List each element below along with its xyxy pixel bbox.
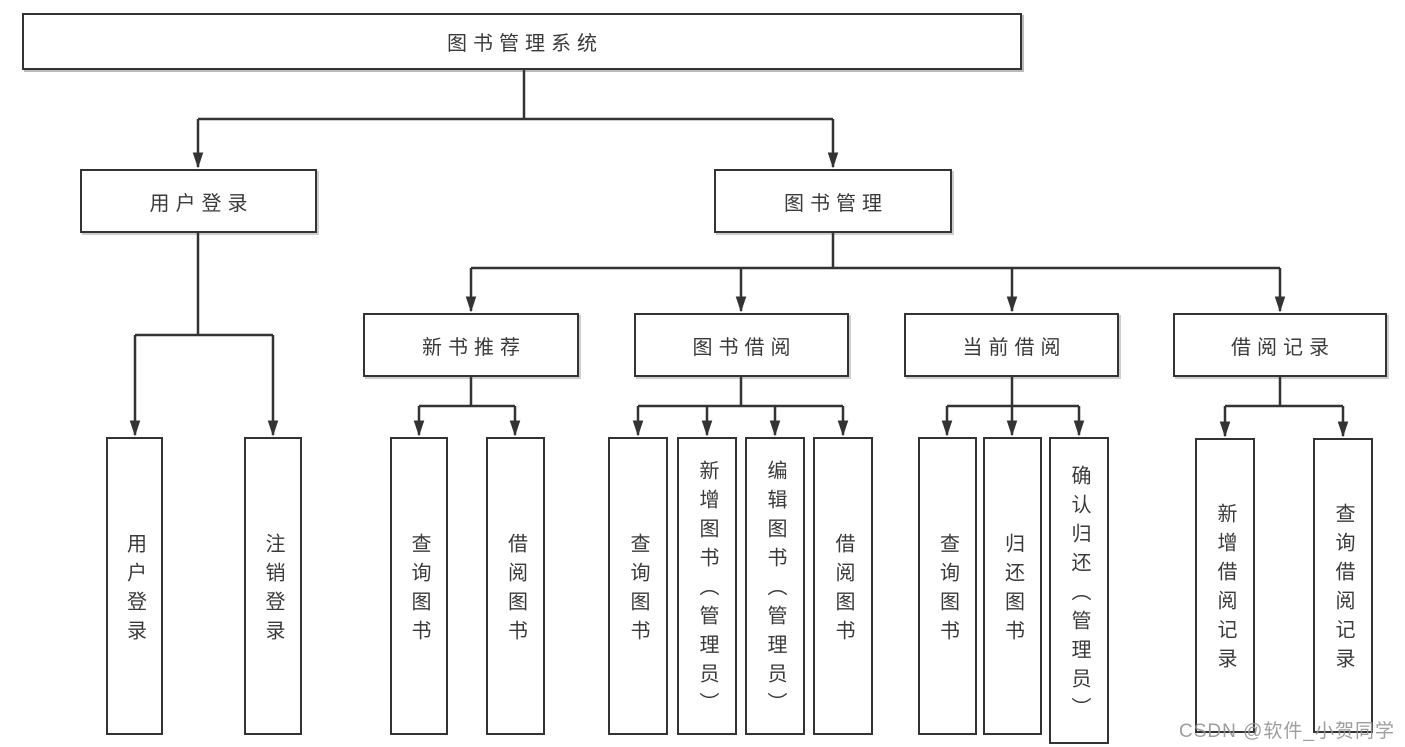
node-book-borrowing: 图书借阅: [634, 313, 849, 377]
node-borrowing-records-label: 借阅记录: [1231, 336, 1335, 359]
node-book-management: 图书管理: [714, 169, 952, 233]
node-book-borrowing-label: 图书借阅: [692, 336, 797, 359]
leaf-confirm-return-admin-label: 确认归还（管理员）: [1068, 464, 1090, 726]
node-user-login-label: 用户登录: [149, 192, 254, 215]
leaf-add-borrow-record: 新增借阅记录: [1195, 438, 1255, 733]
node-borrowing-records: 借阅记录: [1173, 313, 1387, 377]
leaf-query-books-borrow-label: 查询图书: [627, 532, 649, 649]
leaf-query-books-recommend: 查询图书: [390, 437, 448, 735]
leaf-query-books-recommend-label: 查询图书: [408, 532, 430, 649]
leaf-confirm-return-admin: 确认归还（管理员）: [1049, 437, 1109, 744]
node-current-borrowing: 当前借阅: [904, 313, 1119, 377]
node-book-management-label: 图书管理: [784, 192, 888, 215]
leaf-user-login: 用户登录: [106, 437, 163, 735]
leaf-edit-book-admin-label: 编辑图书（管理员）: [764, 460, 786, 721]
leaf-borrow-books-recommend-label: 借阅图书: [504, 532, 527, 649]
leaf-query-borrow-record-label: 查询借阅记录: [1332, 503, 1354, 677]
leaf-borrow-books-recommend: 借阅图书: [486, 437, 545, 735]
leaf-query-books-current-label: 查询图书: [936, 532, 959, 649]
leaf-add-borrow-record-label: 新增借阅记录: [1214, 503, 1236, 677]
leaf-query-borrow-record: 查询借阅记录: [1313, 438, 1373, 733]
leaf-add-book-admin-label: 新增图书（管理员）: [696, 460, 718, 721]
leaf-user-login-label: 用户登录: [123, 532, 146, 649]
node-new-book-recommendation: 新书推荐: [363, 313, 579, 377]
leaf-query-books-borrow: 查询图书: [608, 437, 668, 735]
leaf-borrow-books: 借阅图书: [813, 437, 873, 735]
leaf-logout-label: 注销登录: [262, 532, 284, 649]
csdn-watermark: CSDN @软件_小贺同学: [1179, 721, 1395, 742]
leaf-borrow-books-label: 借阅图书: [832, 532, 854, 649]
leaf-return-books: 归还图书: [983, 437, 1042, 735]
node-new-book-recommendation-label: 新书推荐: [422, 336, 526, 359]
leaf-add-book-admin: 新增图书（管理员）: [677, 437, 737, 735]
leaf-query-books-current: 查询图书: [918, 437, 977, 735]
node-current-borrowing-label: 当前借阅: [962, 336, 1067, 359]
leaf-edit-book-admin: 编辑图书（管理员）: [745, 437, 805, 735]
node-library-management-system: 图书管理系统: [22, 13, 1022, 70]
node-user-login: 用户登录: [80, 169, 317, 233]
leaf-logout: 注销登录: [244, 437, 302, 735]
leaf-return-books-label: 归还图书: [1001, 532, 1024, 649]
node-library-management-system-label: 图书管理系统: [447, 33, 603, 55]
